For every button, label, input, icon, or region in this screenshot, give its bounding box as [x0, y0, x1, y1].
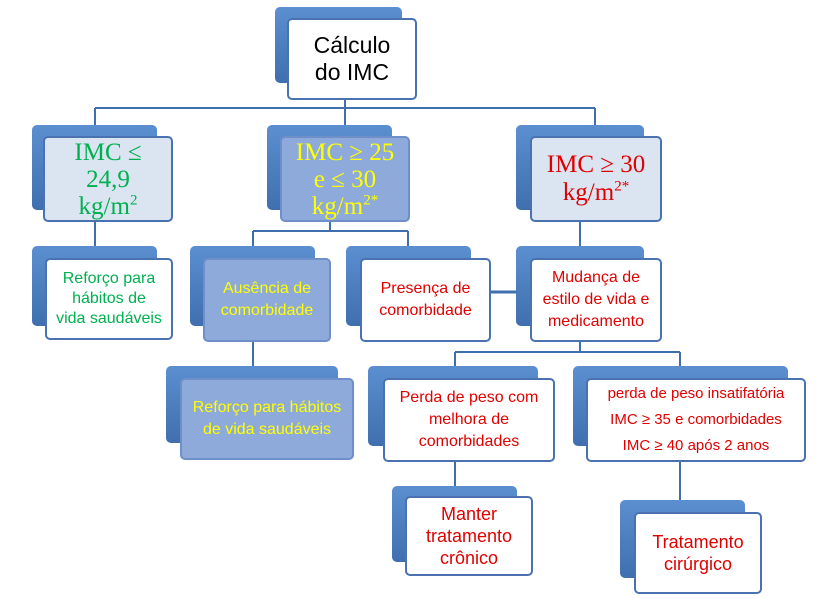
reforco-2-line-1: Reforço para hábitos: [192, 399, 342, 416]
manter-line-2: tratamento: [425, 526, 513, 546]
imc-low-sup: 2: [129, 192, 138, 209]
imc-mid-line-1: IMC ≥ 25: [295, 138, 395, 166]
reforco-1-line-2: hábitos de: [72, 290, 146, 307]
imc-low-line-3: kg/m2: [74, 193, 141, 220]
presenca-line-1: Presença de: [380, 280, 471, 297]
cirurgico-line-2: cirúrgico: [663, 554, 733, 574]
imc-high-unit: kg/m: [562, 179, 615, 206]
reforco-1-line-1: Reforço para: [62, 270, 156, 287]
perda-insat-line-3: IMC ≥ 40 após 2 anos: [622, 437, 770, 454]
root-line-1: Cálculo: [313, 32, 391, 58]
perda-insat-line-2: IMC ≥ 35 e comorbidades: [610, 411, 782, 428]
imc-mid-line-2: e ≤ 30: [313, 165, 377, 193]
manter-line-1: Manter: [440, 504, 497, 524]
root-line-2: do IMC: [314, 59, 390, 85]
reforco-1-line-3: vida saudáveis: [56, 310, 162, 327]
perda-melhora-line-1: Perda de peso com: [399, 389, 539, 406]
ausencia-line-2: comorbidade: [220, 302, 314, 319]
imc-high-sup: 2*: [614, 178, 630, 195]
imc-mid-unit: kg/m: [311, 192, 364, 220]
imc-high-line-2: kg/m2*: [547, 179, 645, 207]
imc-low-line-1: IMC ≤: [74, 138, 142, 166]
cirurgico-line-1: Tratamento: [652, 532, 744, 552]
imc-high-line-1: IMC ≥ 30: [546, 151, 646, 178]
imc-low-line-2: 24,9: [86, 165, 130, 193]
perda-melhora-line-2: melhora de: [428, 411, 510, 428]
reforco-2-line-2: de vida saudáveis: [202, 421, 332, 438]
mudanca-line-2: estilo de vida e: [542, 291, 650, 308]
imc-mid-line-3: kg/m2*: [296, 193, 394, 220]
presenca-line-2: comorbidade: [379, 302, 472, 319]
mudanca-line-3: medicamento: [547, 313, 645, 330]
mudanca-line-1: Mudança de: [551, 269, 641, 286]
imc-low-unit: kg/m: [78, 192, 130, 220]
perda-melhora-line-3: comorbidades: [418, 433, 520, 450]
perda-insat-line-1: perda de peso insatifatória: [607, 385, 785, 402]
ausencia-line-1: Ausência de: [222, 280, 312, 297]
imc-mid-sup: 2*: [363, 192, 379, 209]
manter-line-3: crônico: [439, 548, 498, 568]
